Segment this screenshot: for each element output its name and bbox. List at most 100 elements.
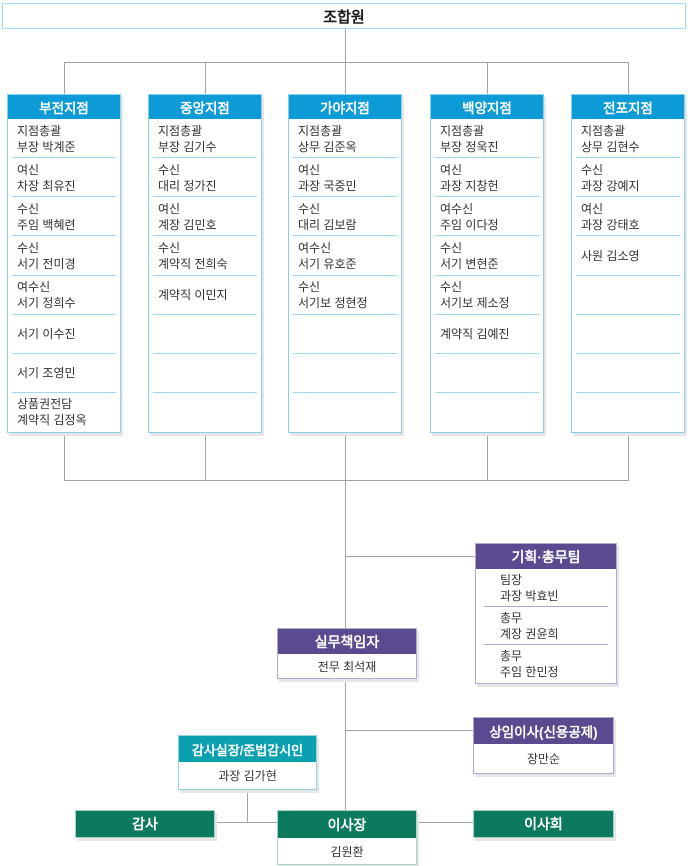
- staff-name: 부장 김기수: [158, 139, 217, 154]
- staff-name: 계장 권윤희: [500, 627, 559, 641]
- connector-line: [64, 62, 65, 94]
- staff-row: 서기 이수진: [8, 315, 120, 354]
- staff-role: 여수신: [17, 280, 51, 295]
- staff-role: 수신: [17, 240, 40, 255]
- staff-name: 부장 박계준: [17, 139, 76, 154]
- staff-role: 상품권전담: [17, 397, 73, 412]
- connector-line: [345, 433, 346, 480]
- staff-row: [572, 315, 684, 354]
- chairman-title: 이사장: [278, 811, 416, 838]
- staff-role: 여신: [158, 201, 181, 216]
- staff-role: 여신: [581, 201, 604, 216]
- staff-name: 주임 한민정: [500, 665, 559, 679]
- staff-name: 서기보 정현정: [298, 296, 368, 311]
- staff-role: 지점총괄: [581, 123, 626, 138]
- branch-title: 가야지점: [289, 95, 401, 119]
- members-box: 조합원: [2, 3, 686, 29]
- staff-name: 서기 전미경: [17, 256, 76, 271]
- standing-director-title: 상임이사(신용공제): [474, 718, 613, 744]
- managing-director-title: 실무책임자: [278, 629, 416, 654]
- staff-name: 대리 정가진: [158, 178, 217, 193]
- staff-role: 수신: [17, 201, 40, 216]
- connector-line: [345, 480, 346, 628]
- connector-line: [345, 730, 473, 731]
- staff-name: 사원 김소영: [581, 248, 640, 263]
- planning-team-title: 기획·총무팀: [476, 544, 616, 569]
- staff-row: [431, 354, 543, 394]
- staff-role: 여신: [17, 162, 40, 177]
- managing-director-member: 전무 최석재: [278, 654, 416, 678]
- staff-role: 여신: [440, 162, 463, 177]
- connector-line: [345, 679, 346, 810]
- staff-name: 서기 유호준: [298, 256, 357, 271]
- staff-name: 계장 김민호: [158, 217, 217, 232]
- connector-line: [487, 62, 488, 94]
- staff-name: 서기 조영민: [17, 366, 76, 381]
- connector-line: [628, 433, 629, 480]
- connector-line: [345, 29, 346, 62]
- staff-name: 계약직 이민지: [158, 288, 228, 303]
- standing-director-member: 장만순: [474, 744, 613, 773]
- staff-row: 서기 조영민: [8, 354, 120, 394]
- staff-name: 계약직 김예진: [440, 327, 510, 342]
- staff-role: 지점총괄: [17, 123, 62, 138]
- connector-line: [487, 433, 488, 480]
- connector-line: [64, 480, 629, 481]
- staff-row: [289, 315, 401, 354]
- staff-role: 여신: [298, 162, 321, 177]
- staff-name: 계약직 전희숙: [158, 256, 228, 271]
- auditor-title: 감사: [132, 816, 158, 832]
- chairman-member: 김원환: [278, 838, 416, 864]
- branch-title: 백양지점: [431, 95, 543, 119]
- staff-role: 총무: [500, 649, 523, 663]
- staff-name: 대리 김보람: [298, 217, 357, 232]
- connector-line: [205, 62, 206, 94]
- connector-line: [417, 822, 473, 823]
- staff-role: 팀장: [500, 573, 523, 587]
- staff-role: 총무: [500, 611, 523, 625]
- audit-head-member: 과장 김가현: [179, 762, 316, 789]
- staff-name: 상무 김준옥: [298, 139, 357, 154]
- connector-line: [628, 62, 629, 94]
- connector-line: [345, 62, 346, 94]
- auditor-box: 감사: [75, 810, 215, 838]
- staff-name: 서기보 제소정: [440, 296, 510, 311]
- staff-role: 수신: [158, 240, 181, 255]
- staff-role: 지점총괄: [440, 123, 485, 138]
- staff-name: 상무 김현수: [581, 139, 640, 154]
- staff-name: 과장 국중민: [298, 178, 357, 193]
- staff-row: [431, 393, 543, 432]
- staff-role: 수신: [440, 240, 463, 255]
- staff-role: 지점총괄: [158, 123, 203, 138]
- staff-row: 사원 김소영: [572, 236, 684, 276]
- staff-name: 계약직 김정옥: [17, 413, 87, 428]
- staff-role: 여수신: [440, 201, 474, 216]
- staff-row: [572, 354, 684, 394]
- staff-name: 서기 변현준: [440, 256, 499, 271]
- staff-row: [289, 393, 401, 432]
